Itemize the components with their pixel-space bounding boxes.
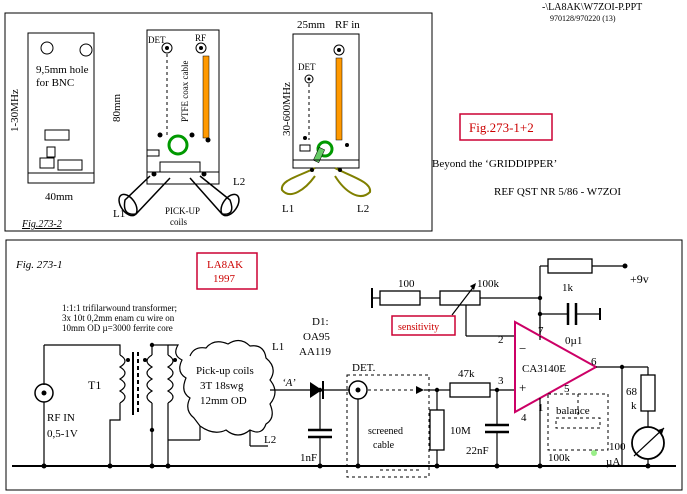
- transformer-note-2: 3x 10t 0,2mm enam cu wire on: [62, 313, 175, 323]
- meter-2: µA: [606, 456, 620, 468]
- transformer-t1: [107, 342, 177, 469]
- author-1: LA8AK: [207, 259, 243, 271]
- opamp-plus: +: [519, 380, 526, 395]
- cap-22nf: [485, 390, 509, 469]
- rf-in-1: RF IN: [47, 412, 75, 424]
- l2-label-mid: L2: [233, 176, 245, 188]
- pickup-label-1: PICK-UP: [165, 206, 200, 216]
- r-1k-label: 1k: [562, 282, 574, 294]
- balance-pot-label: 100k: [548, 452, 571, 464]
- reference: REF QST NR 5/86 - W7ZOI: [494, 186, 621, 198]
- subtitle: Beyond the ‘GRIDDIPPER’: [432, 158, 557, 170]
- width-25mm: 25mm: [297, 19, 326, 31]
- coils-2: 3T 18swg: [200, 380, 244, 392]
- rf-in-label-top: RF in: [335, 19, 360, 31]
- resistor-47k: [437, 382, 515, 398]
- hole-note-1: 9,5mm hole: [36, 64, 89, 76]
- screened-1: screened: [368, 426, 403, 437]
- freq-1-30: 1-30MHz: [9, 89, 21, 132]
- cap-1nf-label: 1nF: [300, 452, 317, 464]
- enclosure-vhf-probe: [280, 33, 372, 197]
- det-connector: [346, 374, 430, 478]
- l1-label-mid: L1: [113, 208, 125, 220]
- pin-1: 1: [538, 402, 544, 414]
- ptfe-cable-label: PTFE coax cable: [180, 61, 190, 122]
- r-10m-label: 10M: [450, 425, 471, 437]
- date-ref: 970128/970220 (13): [550, 14, 616, 23]
- l2-label-right: L2: [357, 203, 369, 215]
- cap-0u1: [537, 303, 601, 336]
- coils-1: Pick-up coils: [196, 365, 254, 377]
- meter-network: [621, 366, 665, 469]
- c-0u1-label: 0µ1: [565, 335, 582, 347]
- pickup-coils: [168, 339, 290, 447]
- det-label-mid: DET: [148, 35, 166, 45]
- screened-2: cable: [373, 440, 395, 451]
- pickup-label-2: coils: [170, 217, 187, 227]
- rf-in-2: 0,5-1V: [47, 428, 78, 440]
- author-box: [196, 252, 258, 290]
- fig-label: Fig.273-1+2: [469, 120, 534, 135]
- rf-label-mid: RF: [195, 33, 206, 43]
- det-label-sch: DET.: [352, 362, 376, 374]
- l2-label-sch: L2: [264, 434, 276, 446]
- fig-273-2-caption: Fig.273-2: [21, 219, 62, 230]
- opamp-minus: −: [519, 341, 526, 356]
- fig-273-2-frame: [4, 12, 433, 232]
- resistor-10m: [424, 387, 445, 469]
- hole-note-2: for BNC: [36, 77, 74, 89]
- r-100-label: 100: [398, 278, 415, 290]
- c-22nf-label: 22nF: [466, 445, 489, 457]
- fig-273-1-caption: Fig. 273-1: [15, 259, 62, 271]
- transformer-note-1: 1:1:1 trifilarwound transformer;: [62, 303, 177, 313]
- fig-label-box: [459, 113, 553, 141]
- opamp-label: CA3140E: [522, 363, 566, 375]
- schematic-frame: [5, 239, 683, 491]
- l1-label-right: L1: [282, 203, 294, 215]
- supply-label: +9v: [630, 272, 649, 286]
- opamp-ca3140e: [514, 320, 625, 469]
- l1-label-sch: L1: [272, 341, 284, 353]
- node-a: ‘A’: [282, 377, 296, 389]
- d1-3: AA119: [299, 346, 331, 358]
- transformer-note-3: 10mm OD µ=3000 ferrite core: [62, 323, 173, 333]
- d1-1: D1:: [312, 316, 329, 328]
- width-40mm: 40mm: [45, 191, 74, 203]
- pin-7: 7: [538, 325, 544, 337]
- balance-network: [547, 393, 609, 456]
- r-47k-label: 47k: [458, 368, 475, 380]
- pin-4: 4: [521, 412, 527, 424]
- r-68k-2: k: [631, 400, 637, 412]
- pin-6: 6: [591, 356, 597, 368]
- coils-3: 12mm OD: [200, 395, 247, 407]
- diode-d1: [290, 381, 350, 399]
- balance-label: balance: [556, 405, 590, 417]
- freq-30-600: 30-600MHz: [281, 82, 293, 136]
- cap-1nf: [308, 390, 332, 469]
- enclosure-hf-probe: [118, 29, 240, 217]
- file-ref: -\LA8AK\W7ZOI-P.PPT: [542, 2, 642, 13]
- det-label-right: DET: [298, 62, 316, 72]
- pin-3: 3: [498, 375, 504, 387]
- sensitivity-network: [371, 283, 540, 337]
- pot-100k-label: 100k: [477, 278, 500, 290]
- supply-network: [537, 258, 628, 336]
- r-68k-1: 68: [626, 386, 638, 398]
- author-2: 1997: [213, 273, 236, 285]
- meter-1: 100: [609, 441, 626, 453]
- enclosure-1-30mhz: [27, 32, 95, 184]
- sensitivity-box: [391, 315, 456, 336]
- sensitivity-label: sensitivity: [398, 322, 439, 333]
- t1-label: T1: [88, 378, 101, 392]
- height-80mm: 80mm: [111, 93, 123, 122]
- pin-5: 5: [564, 383, 570, 395]
- rf-in-connector: [34, 344, 110, 469]
- d1-2: OA95: [303, 331, 330, 343]
- pin-2: 2: [498, 334, 504, 346]
